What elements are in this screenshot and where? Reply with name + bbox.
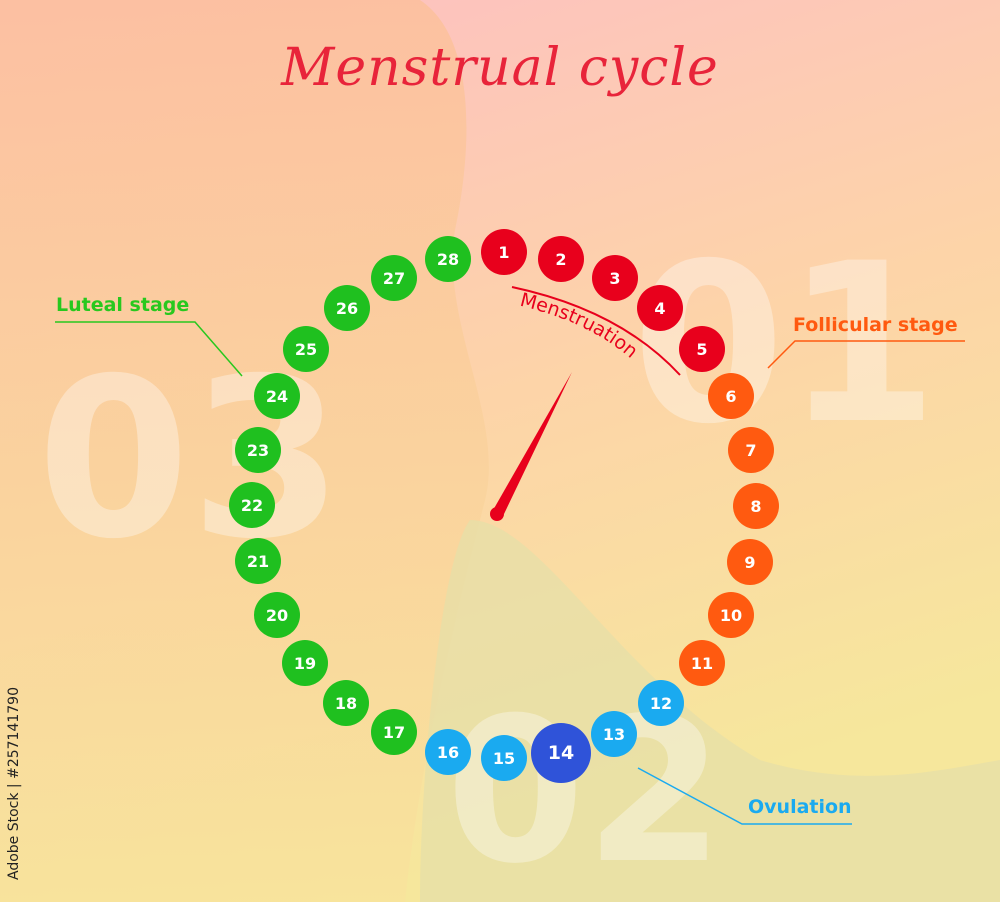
day-label-21: 21 (247, 552, 269, 571)
stock-watermark-id: Adobe Stock | #257141790 (6, 687, 22, 880)
day-label-11: 11 (691, 654, 713, 673)
day-label-18: 18 (335, 694, 357, 713)
day-label-22: 22 (241, 496, 263, 515)
follicular-stage-label: Follicular stage (793, 314, 958, 336)
day-circle-2 (538, 236, 584, 282)
day-label-16: 16 (437, 743, 459, 762)
luteal-leader-line (55, 321, 243, 377)
day-circle-25 (283, 326, 329, 372)
phase-number-luteal: 03 (37, 331, 343, 587)
day-circle-6 (708, 373, 754, 419)
day-circle-28 (425, 236, 471, 282)
day-circle-18 (323, 680, 369, 726)
phase-number-follicular: 01 (632, 216, 938, 472)
day-circle-11 (679, 640, 725, 686)
day-label-28: 28 (437, 250, 459, 269)
day-circle-3 (592, 255, 638, 301)
day-circle-27 (371, 255, 417, 301)
day-label-5: 5 (696, 340, 707, 359)
day-label-27: 27 (383, 269, 405, 288)
day-label-12: 12 (650, 694, 672, 713)
day-circle-1 (481, 229, 527, 275)
day-label-10: 10 (720, 606, 742, 625)
day-circle-22 (229, 482, 275, 528)
day-label-15: 15 (493, 749, 515, 768)
day-circle-17 (371, 709, 417, 755)
day-label-9: 9 (744, 553, 755, 572)
day-circle-24 (254, 373, 300, 419)
day-label-3: 3 (609, 269, 620, 288)
ovulation-leader-line (637, 767, 852, 825)
day-label-17: 17 (383, 723, 405, 742)
day-label-25: 25 (295, 340, 317, 359)
day-circle-5 (679, 326, 725, 372)
follicular-leader-line (767, 340, 965, 369)
day-circle-9 (727, 539, 773, 585)
day-circle-20 (254, 592, 300, 638)
day-label-26: 26 (336, 299, 358, 318)
day-circle-10 (708, 592, 754, 638)
ovulation-label: Ovulation (748, 796, 852, 818)
cycle-needle (492, 372, 572, 514)
day-circle-23 (235, 427, 281, 473)
day-label-23: 23 (247, 441, 269, 460)
day-circle-19 (282, 640, 328, 686)
day-circle-16 (425, 729, 471, 775)
day-label-4: 4 (654, 299, 665, 318)
day-circle-14 (531, 723, 591, 783)
background-blob-bottom (420, 520, 1000, 902)
day-label-1: 1 (498, 243, 509, 262)
day-circle-7 (728, 427, 774, 473)
day-circle-15 (481, 735, 527, 781)
day-circle-8 (733, 483, 779, 529)
menstruation-arc (511, 286, 681, 376)
day-label-13: 13 (603, 725, 625, 744)
day-circle-4 (637, 285, 683, 331)
page-title: Menstrual cycle (281, 38, 719, 98)
day-label-8: 8 (750, 497, 761, 516)
day-label-24: 24 (266, 387, 288, 406)
day-label-6: 6 (725, 387, 736, 406)
day-label-14: 14 (548, 742, 574, 764)
day-label-2: 2 (555, 250, 566, 269)
luteal-stage-label: Luteal stage (56, 294, 190, 316)
needle-pivot (490, 507, 504, 521)
day-label-20: 20 (266, 606, 288, 625)
day-label-7: 7 (745, 441, 756, 460)
day-circle-12 (638, 680, 684, 726)
day-circle-26 (324, 285, 370, 331)
day-circle-21 (235, 538, 281, 584)
day-circle-13 (591, 711, 637, 757)
day-label-19: 19 (294, 654, 316, 673)
